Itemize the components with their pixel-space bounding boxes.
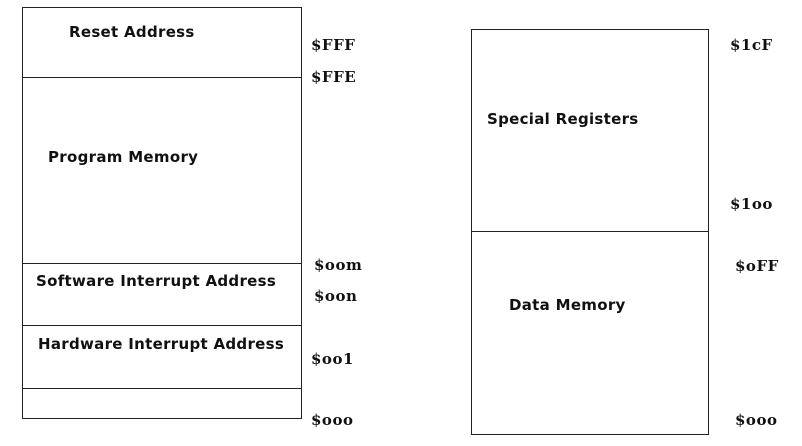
divider-program-software — [23, 263, 301, 264]
program-memory-map: Reset Address Program Memory Software In… — [22, 7, 302, 419]
divider-reset-program — [23, 77, 301, 78]
address-oon: $oon — [314, 287, 358, 305]
reset-address-label: Reset Address — [69, 23, 195, 41]
data-memory-map: Special Registers Data Memory — [471, 29, 709, 435]
hardware-interrupt-address-label: Hardware Interrupt Address — [38, 335, 285, 353]
address-fff: $FFF — [311, 36, 356, 54]
divider-software-hardware — [23, 325, 301, 326]
address-ooo-left: $ooo — [311, 411, 354, 429]
address-1oo: $1oo — [730, 195, 773, 213]
address-1cf: $1cF — [730, 36, 773, 54]
address-ffe: $FFE — [311, 68, 357, 86]
special-registers-label: Special Registers — [487, 110, 639, 128]
divider-special-data — [472, 231, 708, 232]
program-memory-label: Program Memory — [48, 148, 199, 166]
software-interrupt-address-label: Software Interrupt Address — [36, 272, 277, 290]
address-oom: $oom — [314, 256, 363, 274]
address-ooo-right: $ooo — [735, 411, 778, 429]
data-memory-label: Data Memory — [509, 296, 626, 314]
divider-hardware-bottom — [23, 388, 301, 389]
address-off: $oFF — [735, 257, 779, 275]
address-oo1: $oo1 — [311, 350, 354, 368]
